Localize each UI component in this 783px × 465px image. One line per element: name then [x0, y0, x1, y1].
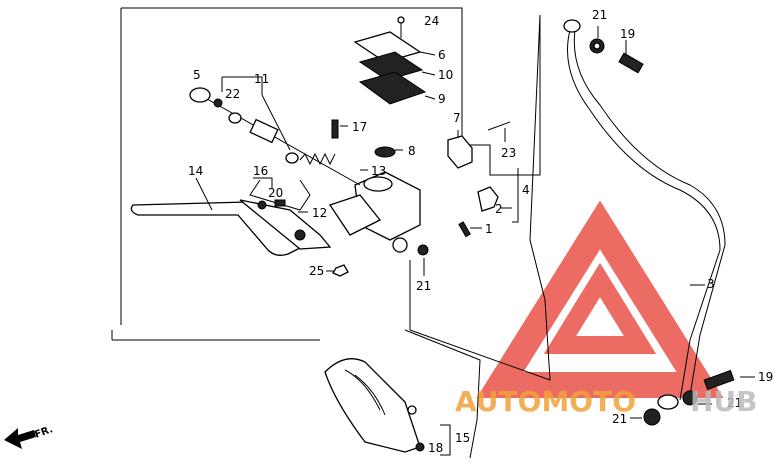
piston-kit — [189, 87, 361, 186]
leader-lines — [221, 76, 425, 276]
callout-7: 7 — [453, 111, 461, 125]
washer-21-right — [682, 390, 698, 406]
callout-15: 15 — [455, 431, 470, 445]
callout-6: 6 — [438, 48, 446, 62]
callout-4: 4 — [522, 183, 530, 197]
callout-18: 18 — [428, 441, 443, 455]
front-direction-label: FR. — [33, 424, 54, 441]
banjo-bolt-19-bottom — [703, 369, 735, 391]
diaphragm-9 — [358, 71, 427, 105]
watermark-logo — [476, 200, 724, 398]
circlip-22 — [213, 98, 223, 108]
callout-17: 17 — [352, 120, 367, 134]
callout-8: 8 — [408, 144, 416, 158]
nut-25 — [332, 264, 349, 277]
banjo-bolt-19-top — [618, 52, 644, 74]
bolt-17-and-cap-8 — [331, 119, 403, 158]
callout-14: 14 — [188, 164, 203, 178]
callout-25: 25 — [309, 264, 324, 278]
callout-2: 2 — [495, 202, 503, 216]
pivot-parts — [249, 179, 311, 241]
callout-21-bottom-left: 21 — [612, 412, 627, 426]
callout-19-top: 19 — [620, 27, 635, 41]
brake-hose-3 — [563, 19, 726, 410]
callout-9: 9 — [438, 92, 446, 106]
callout-labels: 24 6 10 9 5 11 22 17 8 7 23 4 2 1 14 16 … — [188, 8, 773, 455]
nut-12 — [294, 229, 306, 241]
cap-8 — [374, 146, 396, 158]
boot-5 — [189, 87, 211, 103]
screw-18 — [415, 442, 425, 452]
callout-20: 20 — [268, 186, 283, 200]
callout-22: 22 — [225, 87, 240, 101]
screw-1 — [458, 221, 471, 238]
callout-16: 16 — [253, 164, 268, 178]
callout-3: 3 — [707, 277, 715, 291]
washer-21-left — [643, 408, 661, 426]
callout-23: 23 — [501, 146, 516, 160]
callout-11: 11 — [254, 72, 269, 86]
switch-2 — [477, 186, 499, 212]
callout-21-bottom-right: 21 — [727, 396, 742, 410]
callout-21-top: 21 — [592, 8, 607, 22]
hose-fitting-top — [563, 19, 581, 33]
bolt-17 — [331, 119, 339, 139]
callout-1: 1 — [485, 222, 493, 236]
callout-12: 12 — [312, 206, 327, 220]
screw-24 — [397, 16, 405, 24]
frame-lines — [111, 7, 551, 459]
callout-19-bottom: 19 — [758, 370, 773, 384]
plate-10 — [358, 51, 424, 81]
bolt-23 — [487, 121, 511, 131]
watermark-triangle-inner — [543, 262, 657, 354]
callout-21-center: 21 — [416, 279, 431, 293]
reservoir-cap-stack — [353, 16, 436, 105]
callout-5: 5 — [193, 68, 201, 82]
banjo-bottom — [630, 369, 755, 426]
washer-21-center — [417, 244, 429, 256]
brake-lever-14 — [130, 177, 332, 256]
pivot-bolt-16 — [257, 200, 267, 210]
callout-13: 13 — [371, 164, 386, 178]
bracket-7 — [447, 121, 511, 169]
spring-20 — [274, 199, 286, 207]
watermark-text-hub: HUB — [690, 385, 758, 418]
front-direction-arrow — [4, 428, 36, 449]
watermark-triangle-outer — [476, 200, 724, 398]
watermark-text-automoto: AUTOMOTO — [455, 385, 636, 418]
handguard-15 — [324, 358, 451, 456]
master-cylinder-body — [328, 171, 429, 256]
switch-2-screw-1 — [458, 168, 519, 238]
banjo-top — [589, 26, 644, 74]
arrow-fr-icon — [4, 428, 36, 449]
watermark-text: AUTOMOTO HUB — [455, 385, 758, 418]
hose-fitting-bottom — [657, 394, 679, 410]
callout-10: 10 — [438, 68, 453, 82]
callout-24: 24 — [424, 14, 439, 28]
